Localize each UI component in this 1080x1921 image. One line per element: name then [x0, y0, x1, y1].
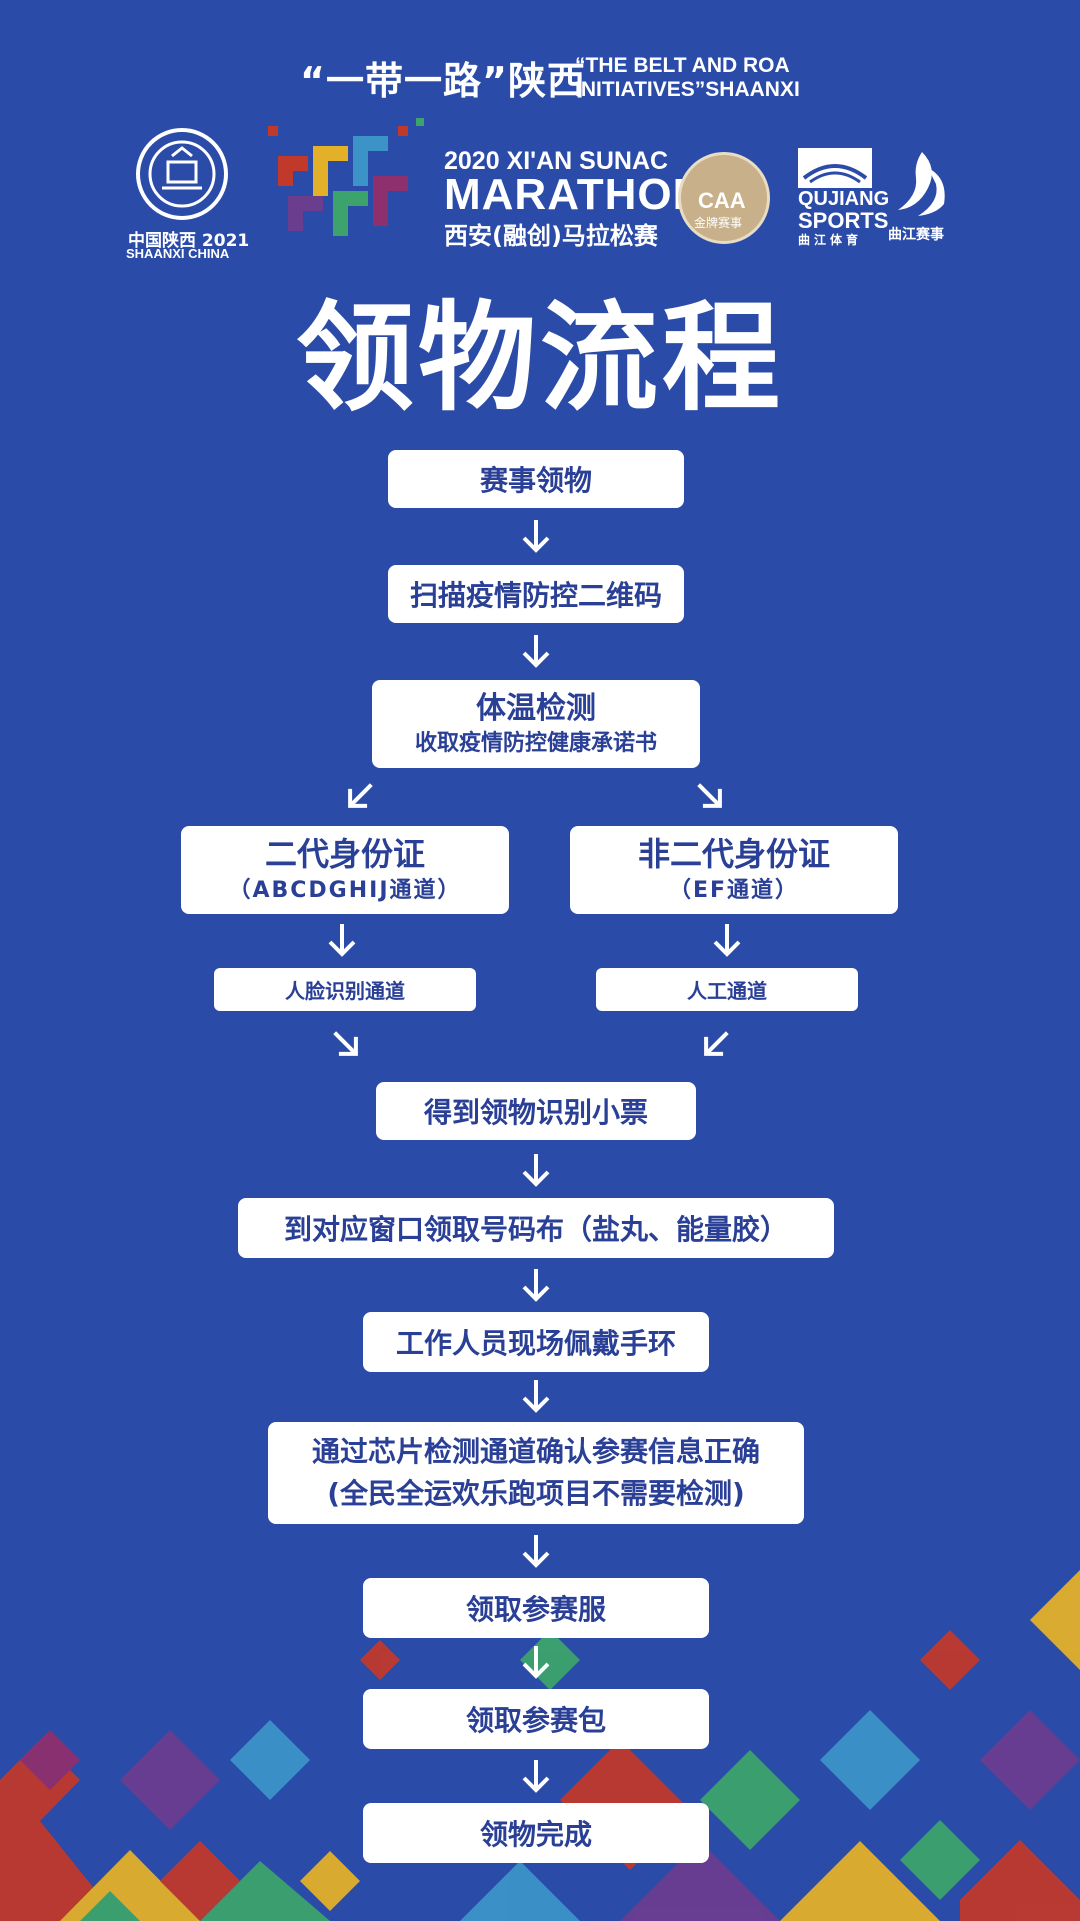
step-wristband: 工作人员现场佩戴手环	[363, 1312, 709, 1372]
step-collect-label: 赛事领物	[479, 464, 592, 497]
arrow-down-icon	[522, 1644, 550, 1678]
step-scan-qr: 扫描疫情防控二维码	[388, 565, 684, 623]
step-collect: 赛事领物	[388, 450, 684, 508]
qujiang-sports-logo-icon	[798, 148, 872, 188]
lane-manual-label: 人工通道	[687, 979, 767, 1003]
step-temperature-sub: 收取疫情防控健康承诺书	[414, 731, 657, 756]
marathon-name-line2: MARATHON	[444, 170, 706, 219]
arrow-down-right-icon	[690, 776, 728, 814]
branch-non-second-gen-id-sub: （EF通道）	[668, 878, 800, 903]
lane-face-recognition-label: 人脸识别通道	[285, 979, 405, 1003]
step-chip-check-line2: (全民全运欢乐跑项目不需要检测)	[327, 1477, 745, 1510]
step-collect-shirt: 领取参赛服	[363, 1578, 709, 1638]
step-collect-shirt-label: 领取参赛服	[465, 1593, 606, 1626]
arrow-down-icon	[522, 1758, 550, 1792]
step-chip-check-line1: 通过芯片检测通道确认参赛信息正确	[311, 1435, 760, 1468]
branch-second-gen-id: 二代身份证 （ABCDGHIJ通道）	[181, 826, 509, 914]
lane-face-recognition: 人脸识别通道	[214, 968, 476, 1011]
page-title: 领物流程	[295, 289, 784, 427]
lane-manual: 人工通道	[596, 968, 858, 1011]
qujiang-line1: QUJIANG	[798, 188, 890, 210]
step-done: 领物完成	[363, 1803, 709, 1863]
qujiang-line3: 曲江体育	[798, 233, 863, 247]
caa-label: CAA	[698, 188, 746, 213]
arrow-down-icon	[522, 1533, 550, 1567]
branch-non-second-gen-id-title: 非二代身份证	[637, 835, 830, 873]
branch-second-gen-id-sub: （ABCDGHIJ通道）	[228, 878, 462, 903]
logo-shaanxi-en: SHAANXI CHINA	[126, 246, 230, 261]
branch-non-second-gen-id: 非二代身份证 （EF通道）	[570, 826, 898, 914]
qujiang-event-label: 曲江赛事	[888, 227, 944, 243]
slogan-cn: “一带一路”陕西	[300, 59, 586, 103]
marathon-logo-icon	[268, 118, 424, 236]
step-get-ticket-label: 得到领物识别小票	[423, 1096, 648, 1129]
arrow-down-icon	[328, 922, 356, 956]
caa-badge-icon	[678, 152, 770, 244]
caa-sublabel: 金牌赛事	[694, 216, 743, 230]
arrow-down-icon	[522, 1378, 550, 1412]
step-collect-bib: 到对应窗口领取号码布（盐丸、能量胶）	[238, 1198, 834, 1258]
shaanxi-2021-logo-icon	[136, 128, 228, 220]
arrow-down-icon	[522, 1267, 550, 1301]
step-get-ticket: 得到领物识别小票	[376, 1082, 696, 1140]
arrow-down-icon	[522, 518, 550, 552]
step-done-label: 领物完成	[479, 1818, 592, 1851]
step-collect-bag: 领取参赛包	[363, 1689, 709, 1749]
arrow-down-right-icon	[326, 1024, 364, 1062]
arrow-down-icon	[522, 1152, 550, 1186]
branch-second-gen-id-title: 二代身份证	[264, 835, 425, 873]
arrow-down-left-icon	[342, 776, 380, 814]
logo-shaanxi-cn: 中国陕西 2021	[128, 231, 250, 251]
step-temperature-title: 体温检测	[476, 691, 596, 726]
step-collect-bag-label: 领取参赛包	[465, 1704, 606, 1737]
step-chip-check: 通过芯片检测通道确认参赛信息正确 (全民全运欢乐跑项目不需要检测)	[268, 1422, 804, 1524]
qujiang-line2: SPORTS	[798, 208, 889, 233]
marathon-name-line3: 西安(融创)马拉松赛	[444, 222, 658, 250]
slogan-en: “THE BELT AND ROA INITIATIVES”SHAANXI	[575, 54, 800, 101]
step-collect-bib-label: 到对应窗口领取号码布（盐丸、能量胶）	[283, 1213, 788, 1246]
arrow-down-left-icon	[698, 1024, 736, 1062]
step-scan-qr-label: 扫描疫情防控二维码	[409, 579, 662, 612]
marathon-name-line1: 2020 XI'AN SUNAC	[444, 147, 669, 175]
step-temperature: 体温检测 收取疫情防控健康承诺书	[372, 680, 700, 768]
qujiang-event-logo-icon	[898, 152, 945, 216]
arrow-down-icon	[522, 633, 550, 667]
arrow-down-icon	[713, 922, 741, 956]
step-wristband-label: 工作人员现场佩戴手环	[395, 1327, 676, 1360]
